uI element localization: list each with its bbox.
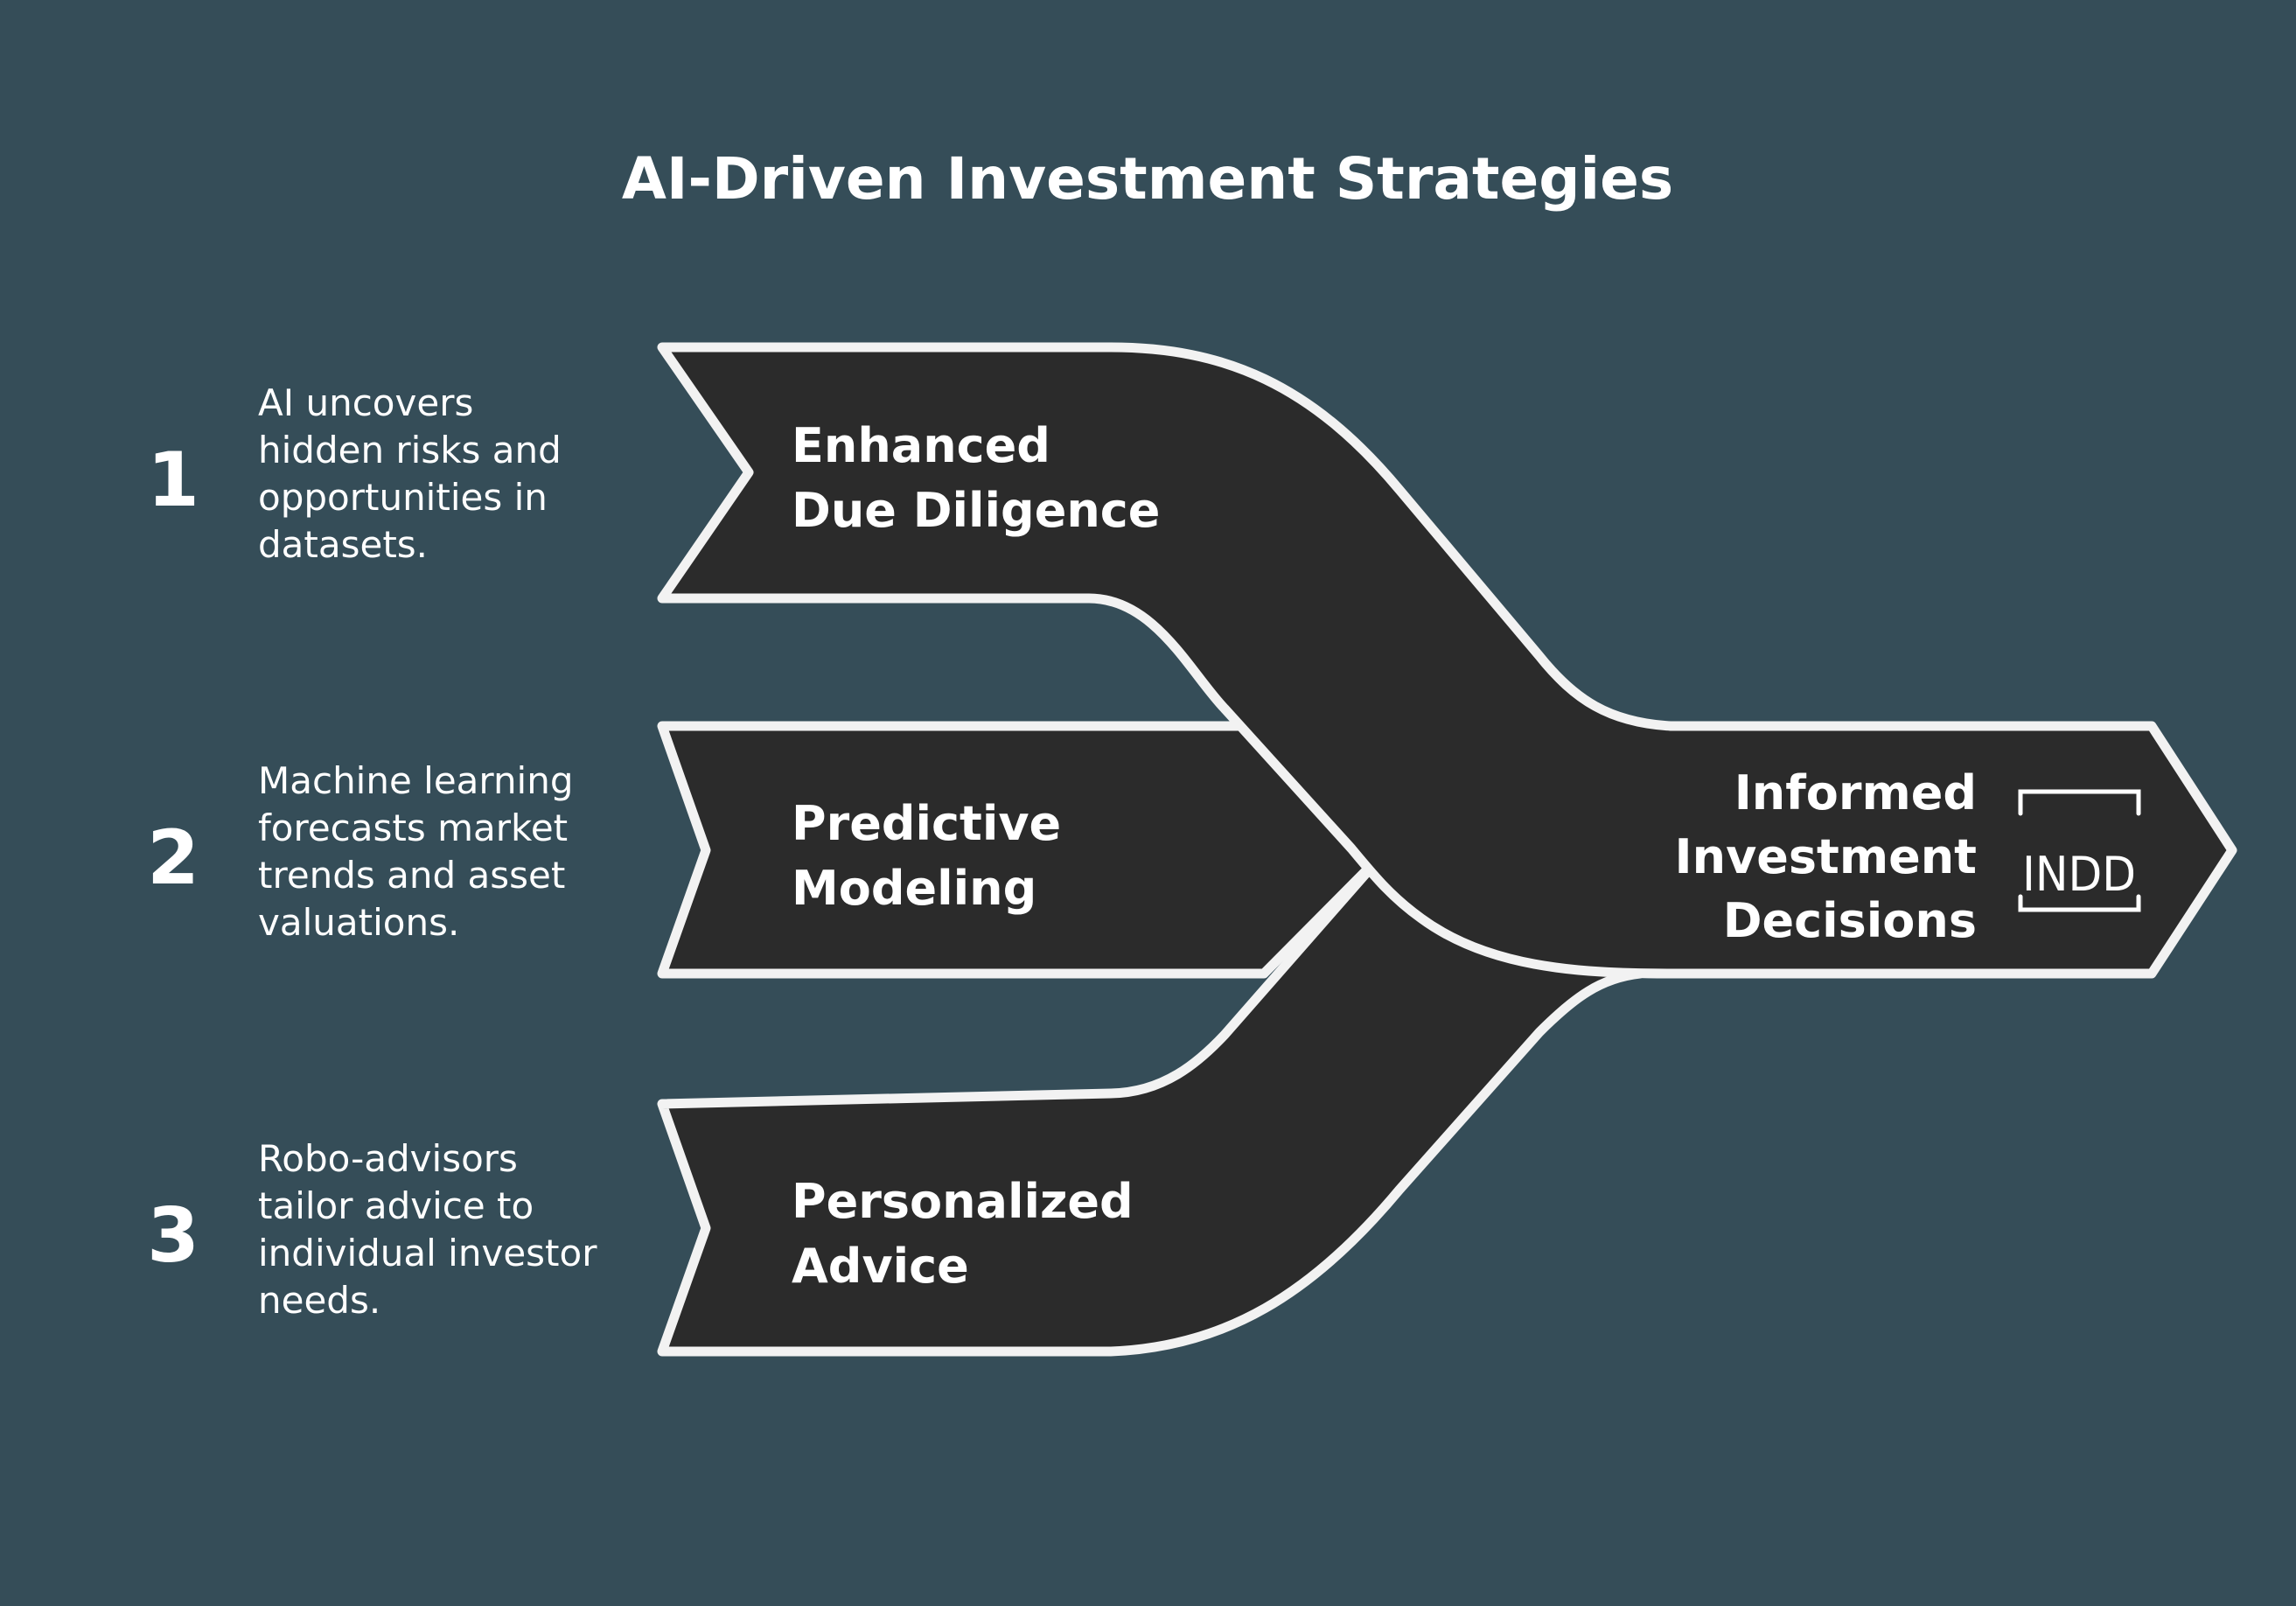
outcome: Informed Investment Decisions INDD (1675, 765, 2141, 948)
step-number: 3 (147, 1192, 199, 1280)
step-1: 1 AI uncovers hidden risks and opportuni… (147, 381, 1160, 566)
step-3: 3 Robo-advisors tailor advice to individ… (147, 1137, 1134, 1322)
svg-text:needs.: needs. (258, 1279, 380, 1322)
svg-text:Informed: Informed (1734, 765, 1977, 820)
indd-icon-label: INDD (2022, 847, 2136, 902)
svg-text:Robo-advisors: Robo-advisors (258, 1137, 518, 1180)
diagram-title: AI-Driven Investment Strategies (622, 145, 1673, 213)
svg-text:forecasts market: forecasts market (258, 806, 568, 849)
arrow-enhanced-due-diligence (657, 342, 2237, 979)
svg-text:Due Diligence: Due Diligence (792, 483, 1160, 538)
outcome-label: Informed Investment Decisions (1675, 765, 1977, 948)
svg-text:Machine learning: Machine learning (258, 759, 574, 802)
step-label: Predictive Modeling (792, 796, 1061, 916)
step-label: Enhanced Due Diligence (792, 418, 1160, 538)
svg-text:datasets.: datasets. (258, 523, 428, 566)
step-description: Machine learning forecasts market trends… (258, 759, 574, 944)
step-description: AI uncovers hidden risks and opportuniti… (258, 381, 562, 566)
svg-text:Modeling: Modeling (792, 861, 1036, 916)
svg-text:Predictive: Predictive (792, 796, 1061, 851)
indd-file-icon: INDD (2018, 789, 2141, 912)
step-number: 2 (147, 814, 199, 902)
svg-text:valuations.: valuations. (258, 901, 459, 944)
arrow-personalized-advice (657, 845, 1645, 1357)
svg-text:Enhanced: Enhanced (792, 418, 1050, 473)
svg-text:trends and asset: trends and asset (258, 854, 565, 897)
svg-text:individual investor: individual investor (258, 1232, 597, 1274)
svg-text:tailor advice to: tailor advice to (258, 1184, 534, 1227)
svg-text:Advice: Advice (792, 1239, 969, 1294)
step-2: 2 Machine learning forecasts market tren… (147, 759, 1061, 944)
funnel-arrows (657, 342, 2237, 1357)
step-label: Personalized Advice (792, 1174, 1134, 1294)
step-description: Robo-advisors tailor advice to individua… (258, 1137, 597, 1322)
svg-text:Decisions: Decisions (1723, 893, 1977, 948)
svg-text:hidden risks and: hidden risks and (258, 429, 562, 471)
svg-text:opportunities in: opportunities in (258, 476, 548, 519)
svg-text:AI uncovers: AI uncovers (258, 381, 473, 424)
svg-text:Investment: Investment (1675, 829, 1977, 884)
svg-text:Personalized: Personalized (792, 1174, 1134, 1229)
step-number: 1 (147, 436, 199, 524)
